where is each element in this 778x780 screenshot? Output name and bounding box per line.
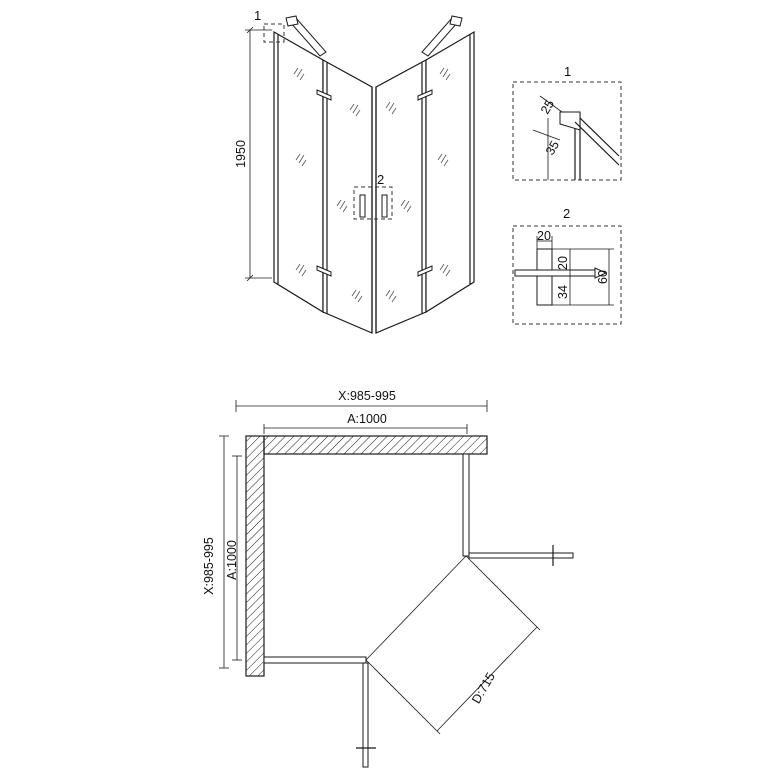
detail-2: 2 20 60 20 34 bbox=[512, 206, 622, 325]
plan-bottom-fixed-panel bbox=[263, 656, 367, 664]
elevation-view: 1950 bbox=[234, 8, 475, 334]
plan-right-fixed-panel bbox=[462, 453, 470, 557]
detail-1-title: 1 bbox=[564, 64, 571, 79]
callout-box-1 bbox=[263, 23, 285, 43]
plan-door-opening: D:715 bbox=[469, 670, 498, 706]
plan-a-top: A:1000 bbox=[347, 412, 387, 426]
plan-x-top: X:985-995 bbox=[338, 389, 396, 403]
hinge-icons bbox=[316, 89, 433, 277]
height-label: 1950 bbox=[234, 140, 248, 168]
detail-1: 1 25 35 bbox=[512, 64, 622, 181]
plan-bottom-door-open bbox=[362, 662, 369, 768]
height-dimension: 1950 bbox=[234, 26, 272, 282]
plan-a-left: A:1000 bbox=[225, 540, 239, 580]
glass-reflection-marks bbox=[293, 67, 451, 303]
callout-label-1: 1 bbox=[254, 8, 261, 23]
right-fixed-panel bbox=[425, 30, 475, 314]
callout-label-2: 2 bbox=[377, 172, 384, 187]
detail-2-dim-width: 20 bbox=[537, 229, 551, 243]
wall-bracket-icons bbox=[285, 15, 463, 57]
detail-2-dim-inner: 20 bbox=[556, 256, 570, 270]
wall-left bbox=[245, 435, 265, 677]
detail-1-dim-bottom: 35 bbox=[543, 138, 562, 157]
detail-2-title: 2 bbox=[563, 206, 570, 221]
wall-top bbox=[263, 435, 488, 455]
detail-1-dim-top: 25 bbox=[538, 97, 557, 116]
detail-2-dim-offset: 34 bbox=[556, 285, 570, 299]
plan-x-left: X:985-995 bbox=[202, 537, 216, 595]
door-handle-icons bbox=[359, 194, 388, 218]
detail-2-dim-total: 60 bbox=[596, 270, 610, 284]
plan-right-door-open bbox=[468, 552, 574, 559]
plan-view: X:985-995 A:1000 X:985-995 A:1000 bbox=[202, 389, 574, 768]
